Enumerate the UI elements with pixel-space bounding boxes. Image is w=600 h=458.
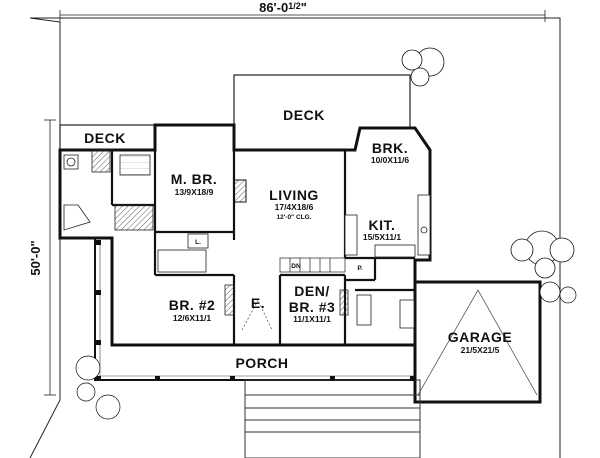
closet-den xyxy=(339,289,349,316)
den-label: DEN/ xyxy=(294,283,329,299)
linen-label: L. xyxy=(195,239,201,246)
shrub-porch-left xyxy=(75,355,121,420)
deck-top-label: DECK xyxy=(283,107,325,123)
master-bedroom-dims: 13/9X18/9 xyxy=(175,187,214,197)
stairs xyxy=(279,257,346,273)
porch-label: PORCH xyxy=(235,355,288,371)
tree-mid-right xyxy=(510,230,575,279)
width-dimension-line xyxy=(59,10,546,22)
laundry-fixtures xyxy=(356,294,415,329)
pantry-label: P. xyxy=(357,265,362,272)
entry-label: E. xyxy=(251,295,265,311)
depth-dimension-line xyxy=(44,119,56,396)
living-dims: 17/4X18/6 xyxy=(275,202,314,212)
bedroom2-dims: 12/6X11/1 xyxy=(173,313,212,323)
deck-left xyxy=(59,124,156,151)
overall-depth-label: 50'-0" xyxy=(28,240,43,275)
living-ceiling-note: 12'-0" CLG. xyxy=(277,214,312,221)
den-label-line2: BR. #3 xyxy=(289,299,336,315)
garage-dims: 21/5X21/5 xyxy=(461,345,500,355)
property-boundary-top-left xyxy=(29,17,61,23)
kitchen-label: KIT. xyxy=(369,217,396,233)
shrub-right xyxy=(539,281,577,304)
master-bedroom-label: M. BR. xyxy=(171,171,218,187)
property-boundary xyxy=(30,17,561,458)
master-bath-fixtures xyxy=(63,149,151,231)
porch-columns xyxy=(96,240,415,381)
kitchen-counters xyxy=(344,194,431,258)
closet-br2 xyxy=(224,284,235,316)
bath-2 xyxy=(157,249,207,273)
living-label: LIVING xyxy=(269,187,319,203)
closet-master xyxy=(114,204,154,231)
breakfast-dims: 10/0X11/6 xyxy=(371,155,410,165)
tree-top-right xyxy=(401,47,445,87)
property-boundary-left xyxy=(29,22,61,458)
overall-width-label: 86'-01/2" xyxy=(259,0,307,15)
linen-closet xyxy=(187,233,209,249)
garage-label: GARAGE xyxy=(448,329,512,345)
fireplace xyxy=(233,179,247,203)
kitchen-dims: 15/5X11/1 xyxy=(363,232,402,242)
den-dims: 11/1X11/1 xyxy=(293,314,331,324)
deck-left-label: DECK xyxy=(84,130,126,146)
entry-foyer xyxy=(241,299,273,331)
breakfast-label: BRK. xyxy=(372,140,408,156)
garage-outline xyxy=(413,280,542,404)
front-walkway xyxy=(244,379,421,458)
garage-roof-line xyxy=(417,289,538,396)
porch-railing xyxy=(99,242,418,377)
stair-label: DN xyxy=(291,263,301,270)
bedroom2-label: BR. #2 xyxy=(169,297,216,313)
